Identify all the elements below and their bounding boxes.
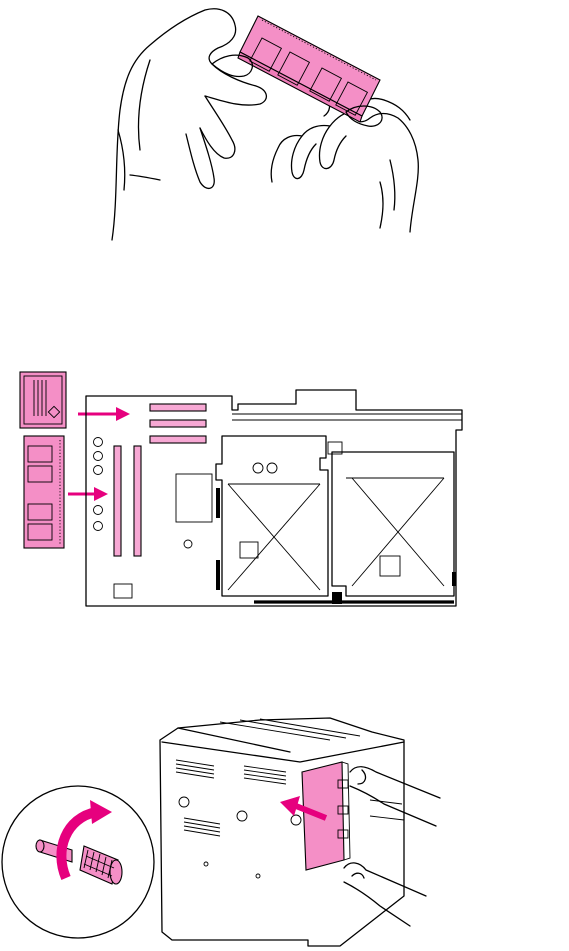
figure-formatter-board-slots bbox=[0, 360, 569, 620]
figure-reinstall-formatter-board bbox=[0, 700, 569, 951]
detail-callout-circle bbox=[2, 786, 154, 938]
thumbscrew-icon bbox=[36, 840, 122, 884]
font-card-icon bbox=[20, 372, 66, 428]
dimm-module-icon bbox=[24, 436, 64, 548]
vent-grille bbox=[176, 760, 286, 836]
hand-upper bbox=[350, 767, 440, 826]
formatter-board-outline bbox=[86, 390, 462, 606]
hand-lower bbox=[344, 863, 426, 926]
left-hand-outline bbox=[112, 9, 266, 240]
figure-handling-memory-module bbox=[0, 0, 569, 250]
